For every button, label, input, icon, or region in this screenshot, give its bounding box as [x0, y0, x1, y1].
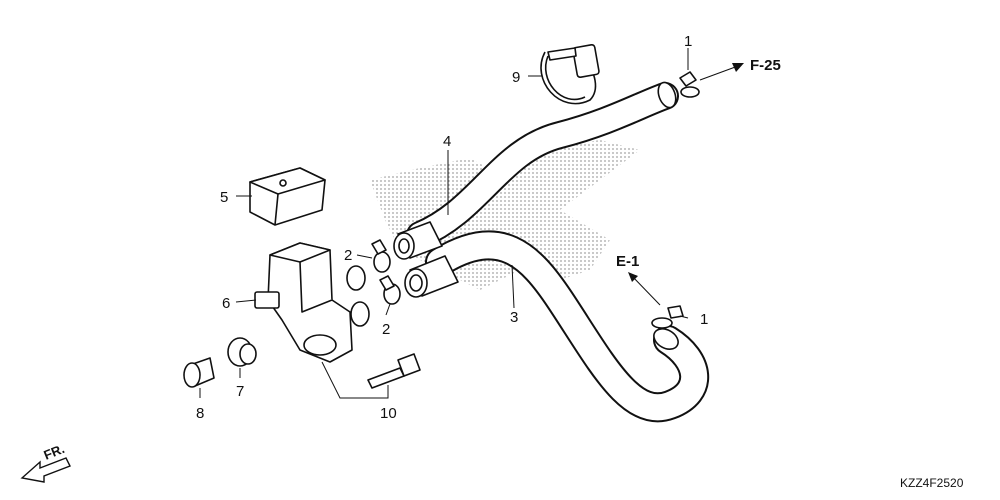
callout-8: 8 — [196, 405, 204, 422]
hose-end-lower — [404, 255, 459, 298]
leader-lines — [199, 48, 689, 399]
callout-10: 10 — [380, 405, 397, 422]
ref-arrow-f25 — [699, 63, 744, 81]
ref-arrow-e1 — [628, 272, 661, 306]
clip-part-1-upper — [679, 71, 700, 98]
front-label: FR. — [42, 441, 67, 463]
hose-end-upper — [393, 221, 443, 260]
hose-part-4 — [406, 81, 679, 249]
callout-4: 4 — [443, 133, 451, 150]
cover-part-5 — [249, 167, 326, 226]
bolt-part-10 — [367, 353, 421, 389]
ref-label-e1: E-1 — [616, 253, 639, 270]
diagram-code: KZZ4F2520 — [900, 476, 964, 490]
front-arrow-icon — [20, 457, 71, 483]
collar-part-8 — [183, 357, 215, 388]
callout-1-upper: 1 — [684, 33, 692, 50]
clip-part-1-lower — [651, 305, 684, 329]
callout-7: 7 — [236, 383, 244, 400]
callout-9: 9 — [512, 69, 520, 86]
clamp-part-9 — [540, 43, 600, 105]
hose-part-3 — [425, 230, 710, 423]
callout-2-lower: 2 — [382, 321, 390, 338]
clamp-part-2-upper — [371, 239, 391, 273]
clamp-part-2-lower — [379, 275, 401, 305]
ref-label-f25: F-25 — [750, 57, 781, 74]
callout-5: 5 — [220, 189, 228, 206]
callout-3: 3 — [510, 309, 518, 326]
grommet-part-7 — [227, 337, 257, 367]
callout-6: 6 — [222, 295, 230, 312]
valve-part-6 — [254, 242, 370, 363]
callout-1-lower: 1 — [700, 311, 708, 328]
callout-2-upper: 2 — [344, 247, 352, 264]
